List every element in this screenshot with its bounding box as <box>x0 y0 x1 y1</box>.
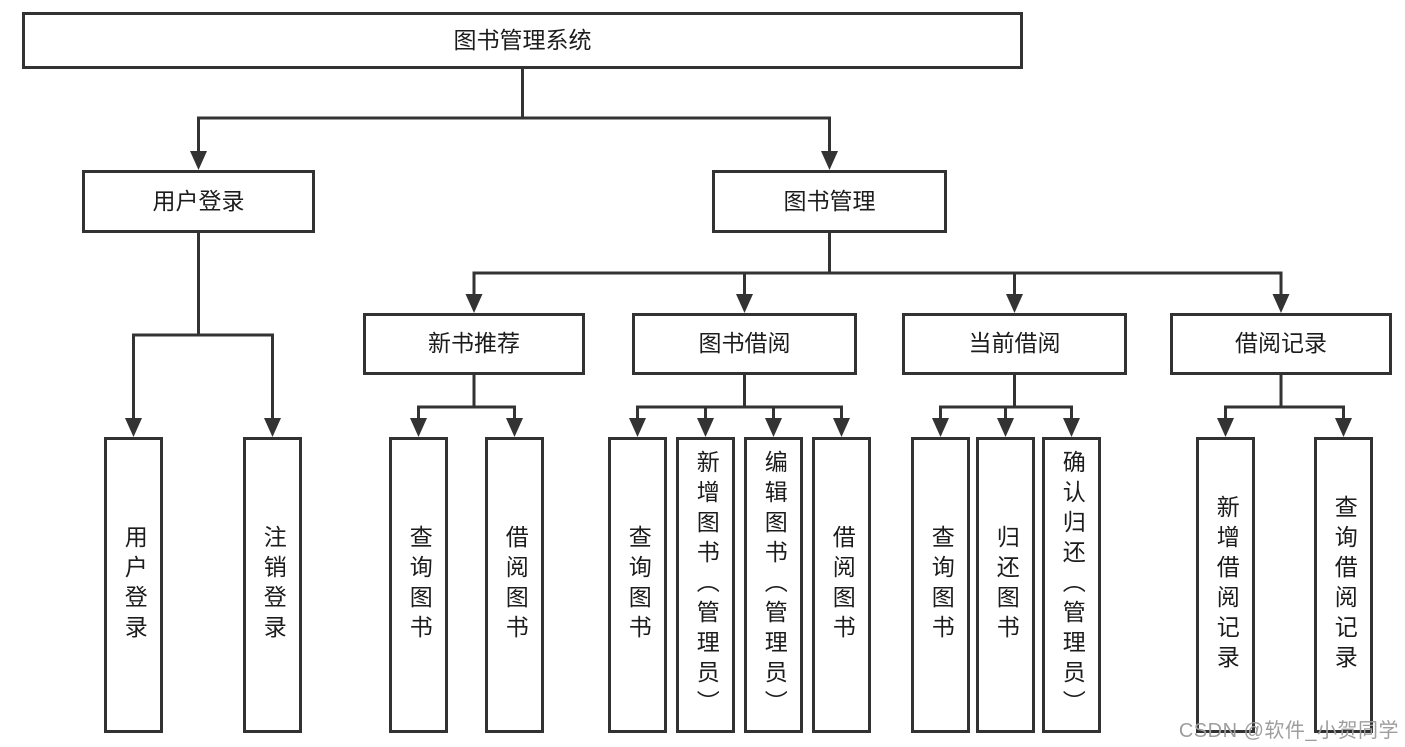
node-label: 用户登录 <box>152 187 245 214</box>
node-label: 当前借阅 <box>968 330 1061 357</box>
arrow-down-icon <box>465 273 1290 313</box>
node-label: 借阅记录 <box>1235 330 1327 357</box>
arrow-down-icon <box>125 335 281 437</box>
leaf-add-borrow-record: 新增借阅记录 <box>1196 437 1255 733</box>
arrow-down-icon <box>629 407 850 437</box>
node-user-login: 用户登录 <box>82 170 315 233</box>
node-label: 注销登录 <box>260 525 287 645</box>
leaf-edit-books-admin: 编辑图书（管理员） <box>744 437 803 733</box>
leaf-user-login: 用户登录 <box>104 437 163 733</box>
leaf-confirm-return-admin: 确认归还（管理员） <box>1042 437 1101 733</box>
arrow-down-icon <box>1217 407 1352 437</box>
arrow-down-icon <box>410 407 523 437</box>
leaf-query-books-current: 查询图书 <box>911 437 970 733</box>
arrow-down-icon <box>932 407 1080 437</box>
node-label: 图书借阅 <box>698 330 791 357</box>
node-label: 借阅图书 <box>502 525 529 645</box>
csdn-watermark: CSDN @软件_小贺同学 <box>1178 720 1399 742</box>
node-library-system: 图书管理系统 <box>22 12 1023 69</box>
leaf-return-books: 归还图书 <box>976 437 1035 733</box>
node-label: 图书管理 <box>783 187 876 214</box>
node-label: 新增图书（管理员） <box>693 450 720 720</box>
node-current-borrowing: 当前借阅 <box>902 313 1127 375</box>
leaf-query-borrow-record: 查询借阅记录 <box>1314 437 1373 733</box>
node-borrowing-records: 借阅记录 <box>1170 313 1392 375</box>
leaf-logout: 注销登录 <box>243 437 302 733</box>
leaf-query-books-recommend: 查询图书 <box>389 437 448 733</box>
node-label: 图书管理系统 <box>453 26 592 53</box>
node-label: 查询图书 <box>406 525 433 645</box>
node-label: 新书推荐 <box>428 330 520 357</box>
node-new-book-recommend: 新书推荐 <box>363 313 585 375</box>
node-label: 查询借阅记录 <box>1331 495 1358 675</box>
node-label: 确认归还（管理员） <box>1059 450 1086 720</box>
node-label: 归还图书 <box>993 525 1020 645</box>
arrow-down-icon <box>190 118 838 170</box>
leaf-borrow-books: 借阅图书 <box>812 437 871 733</box>
node-label: 查询图书 <box>928 525 955 645</box>
node-book-borrowing: 图书借阅 <box>632 313 857 375</box>
leaf-query-books-borrowing: 查询图书 <box>608 437 667 733</box>
node-label: 新增借阅记录 <box>1213 495 1240 675</box>
node-label: 查询图书 <box>625 525 652 645</box>
node-label: 编辑图书（管理员） <box>761 450 788 720</box>
node-label: 用户登录 <box>121 525 148 645</box>
leaf-borrow-books-recommend: 借阅图书 <box>485 437 544 733</box>
node-label: 借阅图书 <box>829 525 856 645</box>
node-book-management: 图书管理 <box>712 170 947 233</box>
leaf-add-books-admin: 新增图书（管理员） <box>676 437 735 733</box>
